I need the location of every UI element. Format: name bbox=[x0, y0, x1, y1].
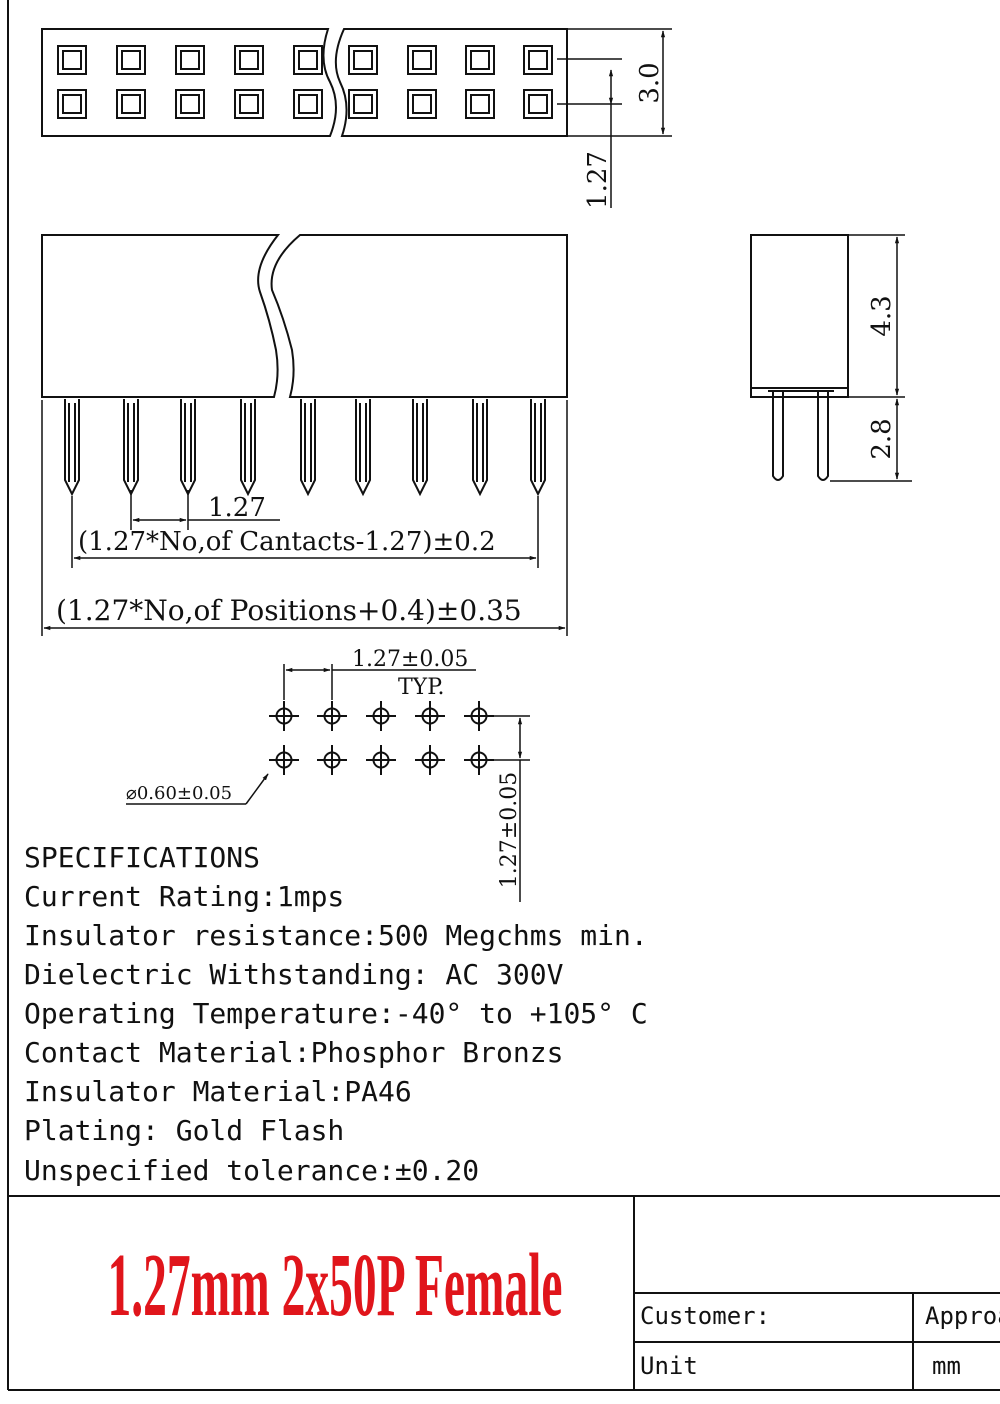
top-view bbox=[41, 28, 568, 137]
pcb-hole bbox=[269, 701, 299, 731]
drawing-frame bbox=[7, 0, 1000, 1391]
pcb-hole bbox=[366, 701, 396, 731]
contact-hole bbox=[116, 45, 146, 75]
contact-hole bbox=[293, 89, 323, 119]
pin bbox=[412, 399, 428, 497]
pin bbox=[123, 399, 139, 497]
contact-hole bbox=[234, 45, 264, 75]
spec-line: Operating Temperature:-40° to +105° C bbox=[24, 997, 648, 1030]
side-view bbox=[750, 234, 849, 481]
top-view-contact-holes bbox=[57, 45, 553, 119]
pcb-footprint-holes bbox=[269, 701, 494, 775]
top-view-body-left bbox=[41, 28, 337, 137]
pcb-hole bbox=[415, 745, 445, 775]
pin bbox=[530, 399, 546, 497]
spec-line: Dielectric Withstanding: AC 300V bbox=[24, 958, 564, 991]
contact-hole bbox=[407, 45, 437, 75]
contact-hole bbox=[293, 45, 323, 75]
side-view-dimensions bbox=[830, 234, 912, 482]
contact-hole bbox=[348, 45, 378, 75]
pcb-hole bbox=[317, 701, 347, 731]
spec-heading: SPECIFICATIONS bbox=[24, 841, 260, 874]
dim-pcb-typ: TYP. bbox=[398, 675, 445, 700]
front-view-dimensions bbox=[41, 400, 568, 636]
contact-hole bbox=[57, 45, 87, 75]
pcb-hole bbox=[269, 745, 299, 775]
contact-hole bbox=[465, 89, 495, 119]
pcb-footprint-dimensions bbox=[126, 664, 530, 902]
contact-hole bbox=[523, 45, 553, 75]
pcb-hole bbox=[366, 745, 396, 775]
dim-top-height: 3.0 bbox=[635, 62, 665, 103]
dim-side-body-height: 4.3 bbox=[867, 295, 897, 336]
spec-line: Plating: Gold Flash bbox=[24, 1114, 344, 1147]
pcb-hole bbox=[464, 701, 494, 731]
side-view-pin-left bbox=[772, 391, 784, 481]
pcb-hole bbox=[317, 745, 347, 775]
contact-hole bbox=[234, 89, 264, 119]
pin bbox=[472, 399, 488, 497]
contact-hole bbox=[175, 89, 205, 119]
pin bbox=[240, 399, 256, 497]
drawing-title: 1.27mm 2x50P Female bbox=[108, 1234, 563, 1335]
dim-top-row-pitch: 1.27 bbox=[583, 151, 613, 209]
pin bbox=[300, 399, 316, 497]
unit-value: mm bbox=[932, 1352, 961, 1380]
front-view-body-left bbox=[41, 234, 281, 398]
pin bbox=[355, 399, 371, 497]
contact-hole bbox=[523, 89, 553, 119]
front-view-pins bbox=[64, 399, 546, 497]
spec-line: Insulator resistance:500 Megchms min. bbox=[24, 919, 648, 952]
contact-hole bbox=[407, 89, 437, 119]
specifications: SPECIFICATIONS Current Rating:1mps Insul… bbox=[24, 841, 648, 1187]
title-block bbox=[8, 1195, 1000, 1390]
side-view-pin-right bbox=[817, 391, 829, 481]
pin bbox=[180, 399, 196, 497]
pin bbox=[64, 399, 80, 497]
side-view-body bbox=[750, 234, 849, 398]
approval-label: Approa bbox=[925, 1302, 1000, 1330]
contact-hole bbox=[465, 45, 495, 75]
pcb-hole bbox=[415, 701, 445, 731]
dim-pcb-row-pitch: 1.27±0.05 bbox=[497, 772, 522, 888]
customer-label: Customer: bbox=[640, 1302, 770, 1330]
unit-label: Unit bbox=[640, 1352, 698, 1380]
contact-hole bbox=[116, 89, 146, 119]
dim-side-pin-length: 2.8 bbox=[867, 418, 897, 459]
spec-line: Insulator Material:PA46 bbox=[24, 1075, 412, 1108]
top-view-body-right bbox=[334, 28, 568, 137]
dim-hole-diameter: ⌀0.60±0.05 bbox=[126, 783, 232, 804]
dim-pin-pitch: 1.27 bbox=[208, 493, 266, 523]
dim-pcb-pitch: 1.27±0.05 bbox=[352, 647, 468, 672]
dim-contacts-formula: (1.27*No,of Cantacts-1.27)±0.2 bbox=[78, 527, 496, 557]
front-view-body-right bbox=[270, 234, 568, 398]
dim-positions-formula: (1.27*No,of Positions+0.4)±0.35 bbox=[56, 594, 522, 627]
top-view-dimensions bbox=[557, 28, 672, 208]
spec-line: Unspecified tolerance:±0.20 bbox=[24, 1154, 479, 1187]
spec-line: Current Rating:1mps bbox=[24, 880, 344, 913]
contact-hole bbox=[175, 45, 205, 75]
pcb-hole bbox=[464, 745, 494, 775]
contact-hole bbox=[57, 89, 87, 119]
contact-hole bbox=[348, 89, 378, 119]
spec-line: Contact Material:Phosphor Bronzs bbox=[24, 1036, 563, 1069]
front-view bbox=[41, 234, 568, 497]
